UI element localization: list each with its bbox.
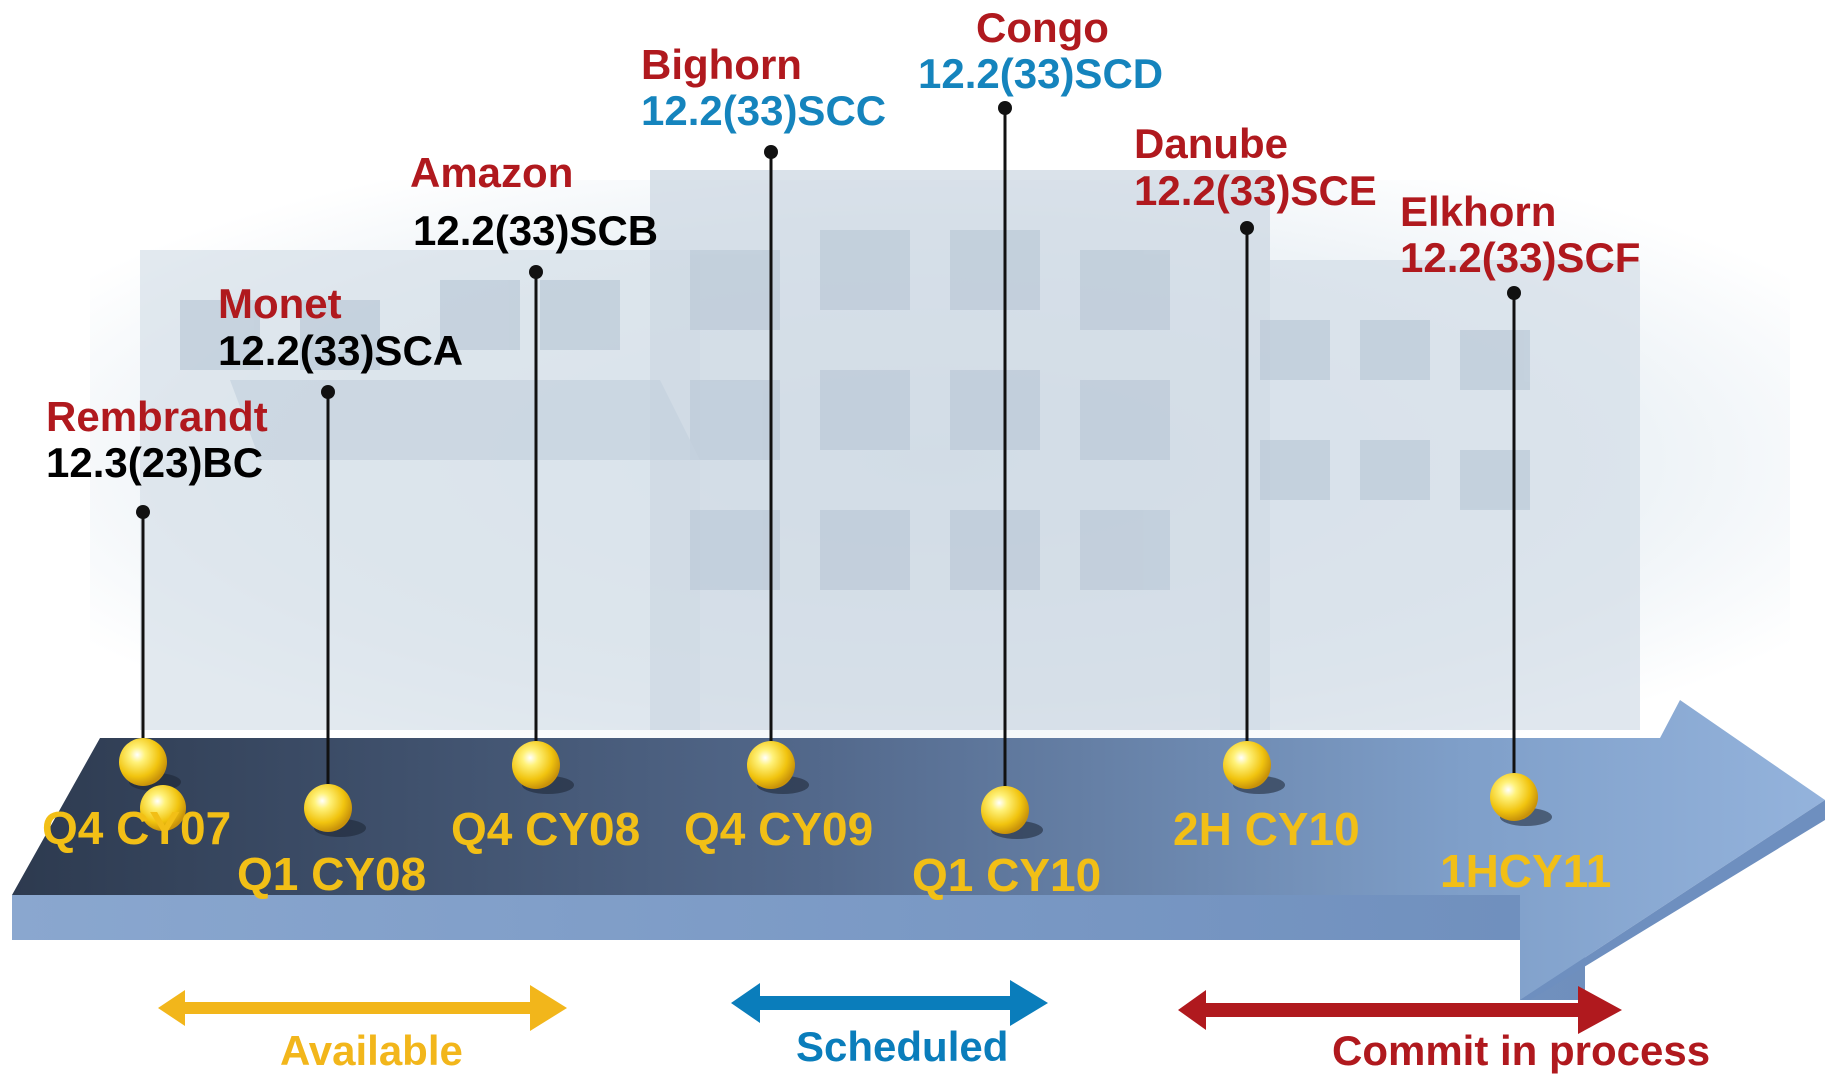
milestone-pin-amazon	[512, 265, 574, 794]
release-name: Monet	[218, 280, 342, 327]
legend-arrows	[158, 980, 1622, 1034]
milestone-ball	[1223, 741, 1271, 789]
milestone-pin-bighorn	[747, 145, 809, 794]
pin-head	[136, 505, 150, 519]
pin-head	[321, 385, 335, 399]
release-version: 12.2(33)SCC	[641, 87, 887, 134]
milestone-ball	[512, 741, 560, 789]
release-name: Rembrandt	[46, 393, 268, 440]
release-name: Danube	[1134, 120, 1289, 167]
scheduled-arrow	[731, 980, 1048, 1026]
milestones	[119, 101, 1552, 839]
release-version: 12.3(23)BC	[46, 439, 264, 486]
release-version: 12.2(33)SCA	[218, 327, 464, 374]
legend-label-available: Available	[280, 1027, 463, 1074]
legend-label-commit: Commit in process	[1332, 1027, 1711, 1074]
pin-head	[1240, 221, 1254, 235]
milestone-ball	[1490, 773, 1538, 821]
quarter-label: Q1 CY08	[237, 848, 427, 900]
release-version: 12.2(33)SCE	[1134, 167, 1377, 214]
milestone-pin-elkhorn	[1490, 286, 1552, 826]
milestone-ball	[140, 785, 186, 831]
release-name: Congo	[976, 4, 1109, 51]
quarter-label: Q1 CY10	[912, 849, 1102, 901]
pin-head	[764, 145, 778, 159]
legend-label-scheduled: Scheduled	[796, 1023, 1009, 1070]
available-arrow	[158, 985, 567, 1031]
pin-head	[998, 101, 1012, 115]
quarter-label: 2H CY10	[1173, 803, 1360, 855]
release-version: 12.2(33)SCD	[918, 50, 1164, 97]
milestone-ball	[119, 738, 167, 786]
release-version: 12.2(33)SCF	[1400, 234, 1641, 281]
quarter-label: 1HCY11	[1440, 845, 1612, 897]
milestone-pin-congo	[981, 101, 1043, 839]
commit-arrow	[1178, 986, 1622, 1034]
milestone-ball	[747, 741, 795, 789]
quarter-label: Q4 CY09	[684, 803, 874, 855]
building-backdrop	[90, 170, 1790, 740]
milestone-pin-danube	[1223, 221, 1285, 794]
milestone-ball	[304, 784, 352, 832]
milestone-pin-monet	[304, 385, 366, 837]
milestone-ball	[981, 786, 1029, 834]
quarter-label: Q4 CY08	[451, 803, 641, 855]
release-name: Elkhorn	[1400, 188, 1557, 235]
release-name: Bighorn	[641, 41, 802, 88]
timeline-arrow	[12, 700, 1825, 1000]
pin-head	[529, 265, 543, 279]
quarter-label: Q4 CY07	[42, 802, 232, 854]
release-name: Amazon	[410, 149, 574, 196]
pin-head	[1507, 286, 1521, 300]
release-version: 12.2(33)SCB	[413, 207, 659, 254]
